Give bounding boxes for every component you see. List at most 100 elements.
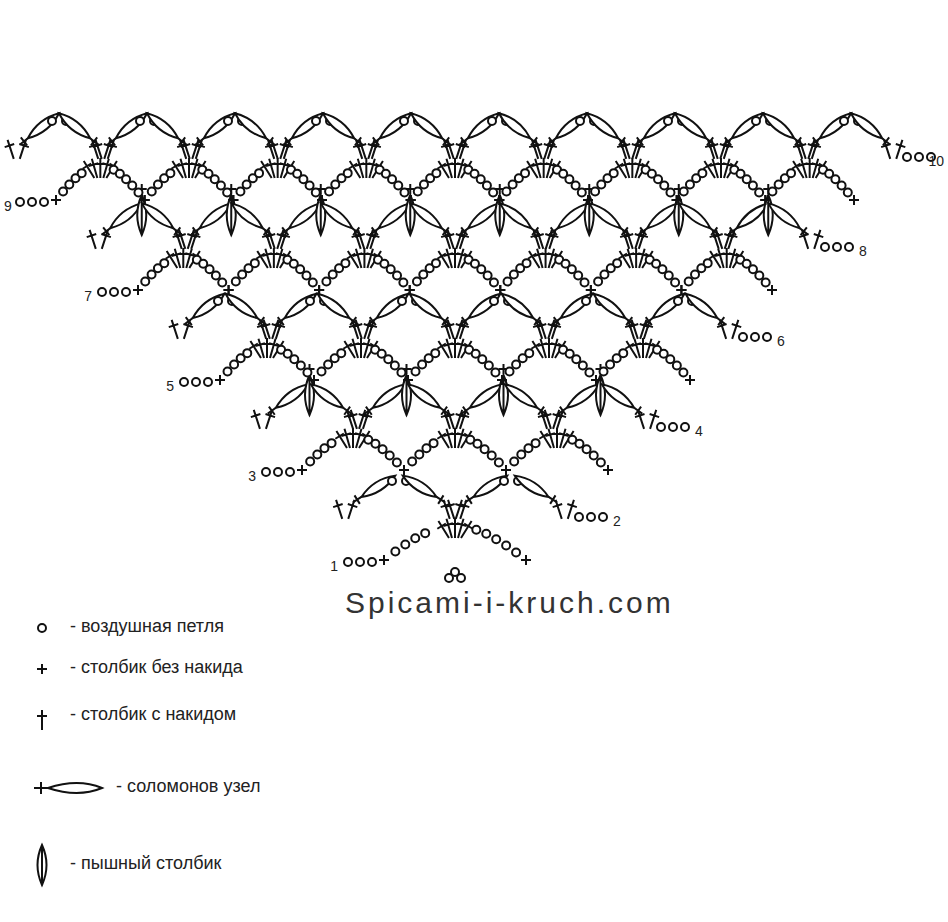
chain-symbol [206, 265, 214, 273]
chain-symbol [587, 513, 595, 521]
solomon-knot-symbol [407, 199, 452, 238]
chain-symbol [657, 423, 665, 431]
single-crochet-stroke [406, 195, 416, 205]
chain-symbol [98, 288, 106, 296]
solomon-knot-symbol [496, 109, 541, 148]
solomon-knot-symbol [545, 109, 590, 148]
single-crochet-stroke [685, 375, 695, 385]
single-crochet-stroke [672, 195, 682, 205]
double-crochet-symbol [443, 138, 459, 160]
solomon-knot-cross [721, 134, 735, 148]
chain-symbol [394, 182, 402, 190]
chain-symbol [572, 355, 580, 363]
double-crochet-symbol [443, 408, 459, 430]
chain-symbol [344, 558, 352, 566]
legend-text: - воздушная петля [70, 616, 224, 637]
single-crochet-stroke [228, 195, 238, 205]
solomon-knot-lens [466, 290, 503, 321]
solomon-knot-lens [817, 110, 854, 142]
chain-symbol [393, 272, 401, 280]
chain-symbol [600, 368, 608, 376]
chain-symbol [491, 369, 499, 377]
double-crochet-symbol [179, 138, 195, 160]
solomon-knot-cross [193, 134, 207, 148]
single-crochet-symbol [760, 195, 770, 205]
solomon-knot-cross [369, 134, 383, 148]
chain-symbol [418, 361, 426, 369]
chain-symbol [274, 468, 282, 476]
single-crochet-stroke [495, 285, 505, 295]
single-crochet-symbol [314, 285, 324, 295]
double-crochet-symbol [443, 318, 459, 340]
single-crochet-stroke [583, 195, 593, 205]
double-crochet-stroke [353, 228, 369, 250]
single-crochet-stroke [849, 195, 859, 205]
solomon-knot-lens [374, 290, 411, 321]
legend-text: - столбик с накидом [70, 704, 236, 725]
double-crochet-stroke [346, 408, 362, 430]
single-crochet-stroke [403, 375, 413, 385]
single-crochet-symbol [140, 195, 150, 205]
solomon-knot-lens [499, 290, 536, 321]
chain-symbol [523, 259, 531, 267]
double-crochet-symbol [85, 228, 101, 250]
solomon-knot-symbol [809, 109, 854, 148]
chain-symbol [606, 361, 614, 369]
solomon-knot-lens [558, 290, 595, 321]
solomon-knot-symbol [512, 471, 560, 506]
chain-symbol [485, 362, 493, 370]
chain-symbol [660, 182, 668, 190]
chain-symbol [313, 451, 321, 459]
single-crochet-symbol [849, 195, 859, 205]
single-crochet-stroke [497, 375, 507, 385]
double-crochet-stroke [707, 138, 723, 160]
chain-symbol [134, 189, 142, 197]
chain-symbol [482, 530, 490, 538]
single-crochet-symbol [494, 195, 504, 205]
solomon-knot-lens [25, 110, 62, 142]
double-crochet-stroke [3, 138, 19, 160]
solomon-knot-lens [591, 290, 628, 321]
single-crochet-stroke [317, 195, 327, 205]
chain-symbol [306, 458, 314, 466]
chain-symbol [673, 362, 681, 370]
solomon-knot-cross [99, 224, 113, 238]
double-crochet-stroke [174, 228, 190, 250]
chain-symbol [752, 117, 760, 125]
double-crochet-symbol [532, 228, 548, 250]
solomon-knot-cross [274, 314, 288, 328]
chain-symbol [679, 369, 687, 377]
single-crochet-symbol [591, 375, 601, 385]
single-crochet-stroke [591, 375, 601, 385]
solomon-knot-cross [366, 314, 380, 328]
chain-symbol [490, 297, 498, 305]
solomon-knot-cross [547, 224, 561, 238]
single-crochet-symbol [140, 195, 150, 205]
legend-solomon-knot-sample [34, 782, 102, 794]
double-crochet-symbol [346, 408, 362, 430]
chain-symbol [386, 452, 394, 460]
chain-symbol [236, 188, 244, 196]
chain-symbol [306, 182, 314, 190]
solomon-knot-cross [550, 314, 564, 328]
chain-symbol [613, 259, 621, 267]
solomon-knot-lens [144, 110, 181, 142]
double-crochet-symbol [443, 228, 459, 250]
chain-symbol [576, 117, 584, 125]
chain-symbol [432, 169, 440, 177]
single-crochet-symbol [501, 465, 511, 475]
double-crochet-stroke [167, 318, 183, 340]
solomon-knot-symbol [765, 199, 810, 238]
single-crochet-symbol [672, 195, 682, 205]
chain-symbol [141, 278, 149, 286]
chain-symbol [751, 333, 759, 341]
solomon-knot-lens [471, 472, 510, 501]
chain-symbol [243, 349, 251, 357]
solomon-knot-cross [556, 404, 570, 418]
single-crochet-stroke [521, 555, 531, 565]
solomon-knot-symbol [676, 199, 721, 238]
single-crochet-symbol [399, 465, 409, 475]
double-crochet-stroke [457, 428, 476, 450]
solomon-knot-lens [113, 110, 150, 142]
chain-symbol [302, 272, 310, 280]
